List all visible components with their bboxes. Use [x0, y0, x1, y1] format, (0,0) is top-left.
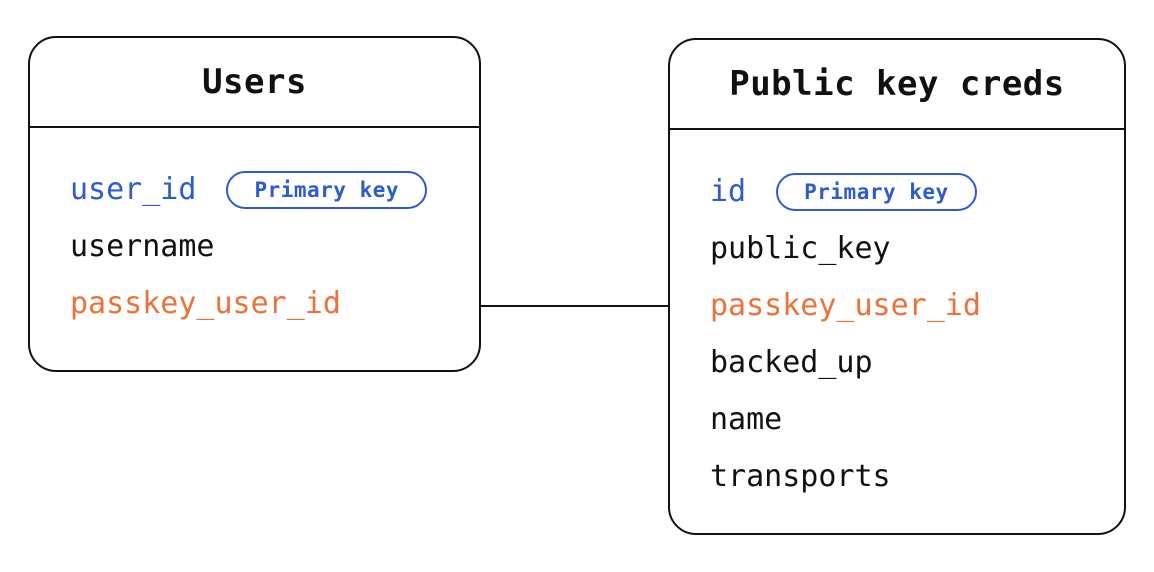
entity-public-key-creds-title: Public key creds [670, 40, 1124, 130]
entity-public-key-creds: Public key creds id Primary key public_k… [668, 38, 1126, 535]
field-label-user-id: user_id [70, 172, 197, 207]
field-row-name: name [710, 391, 1100, 448]
field-row-id: id Primary key [710, 163, 1100, 220]
primary-key-badge: Primary key [776, 172, 977, 211]
relationship-line [481, 305, 668, 307]
entity-users-body: user_id Primary key username passkey_use… [30, 128, 479, 332]
field-label-username: username [70, 229, 215, 264]
field-row-backed-up: backed_up [710, 334, 1100, 391]
field-row-passkey-user-id: passkey_user_id [710, 277, 1100, 334]
field-row-passkey-user-id: passkey_user_id [70, 275, 455, 332]
field-label-id: id [710, 174, 747, 209]
entity-users: Users user_id Primary key username passk… [28, 36, 481, 372]
field-row-user-id: user_id Primary key [70, 161, 455, 218]
field-row-public-key: public_key [710, 220, 1100, 277]
primary-key-badge: Primary key [226, 170, 428, 209]
entity-users-title: Users [30, 38, 479, 128]
field-label-name: name [710, 402, 783, 437]
field-label-passkey-user-id: passkey_user_id [710, 288, 981, 323]
field-label-transports: transports [710, 459, 891, 494]
field-label-public-key: public_key [710, 231, 891, 266]
entity-public-key-creds-body: id Primary key public_key passkey_user_i… [670, 130, 1124, 505]
field-row-username: username [70, 218, 455, 275]
field-label-passkey-user-id: passkey_user_id [70, 286, 341, 321]
field-label-backed-up: backed_up [710, 345, 873, 380]
field-row-transports: transports [710, 448, 1100, 505]
